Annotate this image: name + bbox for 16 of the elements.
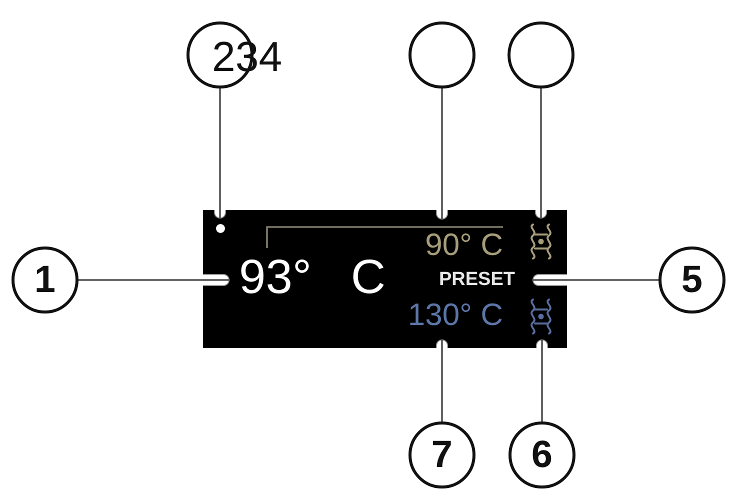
mode-label: PRESET bbox=[438, 270, 515, 289]
leader-line bbox=[533, 279, 662, 281]
leader-line bbox=[441, 340, 443, 424]
callout-number: 1 bbox=[34, 261, 56, 299]
leader-line bbox=[219, 86, 221, 218]
callout-number: 5 bbox=[681, 261, 703, 299]
leader-line bbox=[441, 86, 443, 219]
leader-line bbox=[76, 279, 229, 281]
callout-number: 6 bbox=[531, 436, 553, 474]
callout-number: 7 bbox=[431, 436, 453, 474]
temperature-setting: 130° C bbox=[408, 299, 503, 330]
current-temperature-reading: 93° C bbox=[239, 254, 386, 302]
leader-line bbox=[541, 340, 543, 424]
display-panel bbox=[203, 210, 567, 348]
leader-line bbox=[540, 86, 542, 218]
temperature-setting: 90° C bbox=[425, 229, 503, 260]
